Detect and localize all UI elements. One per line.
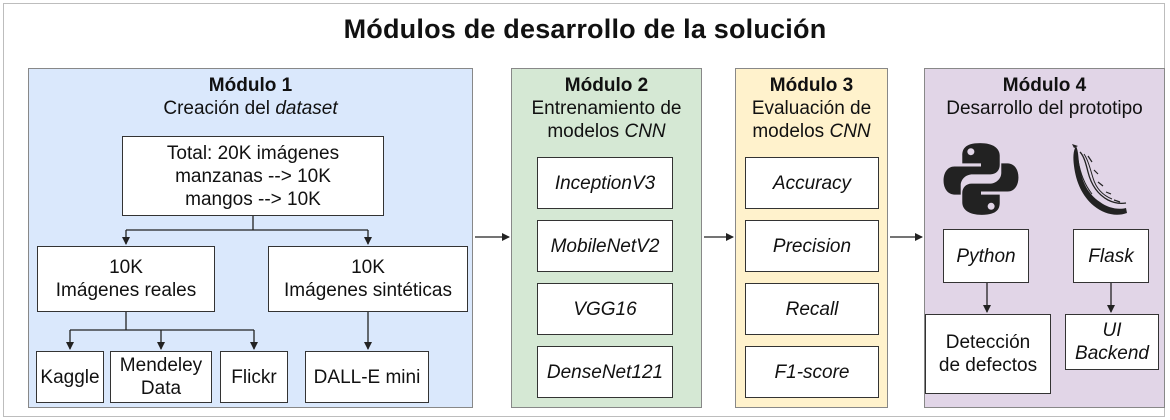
- source-flickr-box: Flickr: [220, 351, 288, 403]
- module-2-subtitle-line2: modelos CNN: [547, 121, 666, 142]
- source-kaggle-box: Kaggle: [36, 351, 104, 403]
- source-mendeley-box: Mendeley Data: [110, 351, 212, 403]
- ui-backend-box: UI Backend: [1065, 314, 1159, 370]
- model-mobilenetv2-box: MobileNetV2: [537, 220, 673, 272]
- module-2-header: Módulo 2 Entrenamiento de modelos CNN: [511, 74, 702, 143]
- module-2-name: Módulo 2: [564, 75, 649, 96]
- python-box: Python: [943, 229, 1029, 283]
- model-densenet121-box: DenseNet121: [537, 346, 673, 398]
- real-images-box: 10K Imágenes reales: [37, 246, 215, 312]
- module-3-header: Módulo 3 Evaluación de modelos CNN: [735, 74, 888, 143]
- model-vgg16-box: VGG16: [537, 283, 673, 335]
- metric-f1score-box: F1-score: [745, 346, 879, 398]
- model-inceptionv3-box: InceptionV3: [537, 157, 673, 209]
- dalle-mini-box: DALL-E mini: [305, 351, 429, 403]
- module-4-header: Módulo 4 Desarrollo del prototipo: [924, 74, 1165, 120]
- module-4-subtitle: Desarrollo del prototipo: [946, 98, 1143, 119]
- connector-total-split: [126, 216, 368, 231]
- connector-real-split: [70, 312, 254, 331]
- flask-box: Flask: [1073, 229, 1149, 283]
- module-4-name: Módulo 4: [1002, 75, 1087, 96]
- metric-accuracy-box: Accuracy: [745, 157, 879, 209]
- defect-detection-box: Detección de defectos: [925, 314, 1051, 394]
- python-logo-icon: [943, 143, 1019, 215]
- module-3-subtitle-line2: modelos CNN: [752, 121, 871, 142]
- metric-recall-box: Recall: [745, 283, 879, 335]
- synthetic-images-box: 10K Imágenes sintéticas: [268, 246, 468, 312]
- module-1-header: Módulo 1 Creación del dataset: [28, 74, 473, 120]
- diagram-title: Módulos de desarrollo de la solución: [343, 14, 827, 44]
- module-2-subtitle-line1: Entrenamiento de: [531, 98, 682, 119]
- dataset-total-box: Total: 20K imágenes manzanas --> 10K man…: [122, 136, 384, 216]
- module-1-subtitle: Creación del dataset: [163, 98, 338, 119]
- module-3-subtitle-line1: Evaluación de: [751, 98, 872, 119]
- module-1-name: Módulo 1: [208, 75, 293, 96]
- flask-logo-icon: [1072, 144, 1127, 215]
- module-3-name: Módulo 3: [769, 75, 854, 96]
- metric-precision-box: Precision: [745, 220, 879, 272]
